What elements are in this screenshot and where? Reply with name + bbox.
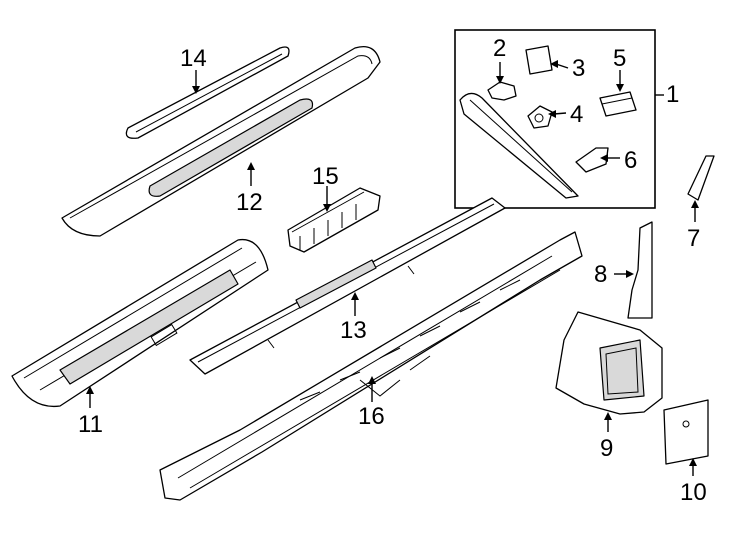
callout-4: 4 [570,101,583,128]
callout-8: 8 [594,261,607,288]
callout-9: 9 [600,435,613,462]
part-9-kick-panel [555,311,663,415]
part-10-cover [663,399,709,465]
leader-lines [86,60,699,476]
part-13-rocker-trim [189,197,506,375]
callout-1: 1 [666,81,679,108]
part-15-bracket [287,187,381,253]
part-5-clip [599,91,637,117]
callout-7: 7 [687,225,700,252]
callout-6: 6 [624,147,637,174]
part-16-reinforcement [159,231,583,501]
part-8-seal [627,221,653,319]
callout-12: 12 [236,189,263,216]
inset-box [454,29,664,209]
part-2-clip [487,81,517,101]
callout-10: 10 [680,479,707,506]
part-12-sill-trim [61,45,381,237]
callout-15: 15 [312,163,339,190]
callout-5: 5 [613,45,626,72]
callout-13: 13 [340,317,367,344]
callout-3: 3 [572,55,585,82]
part-6-retainer [575,147,609,173]
part-3-tape [525,45,553,75]
part-11-sill-plate [11,238,269,408]
callout-2: 2 [493,35,506,62]
part-14-strip [125,46,290,139]
part-4-push-pin [527,105,553,129]
callout-11: 11 [78,411,103,438]
part-1-trim-piece [459,92,579,199]
callout-14: 14 [180,45,207,72]
part-7-strip [687,155,715,201]
callout-16: 16 [358,403,385,430]
